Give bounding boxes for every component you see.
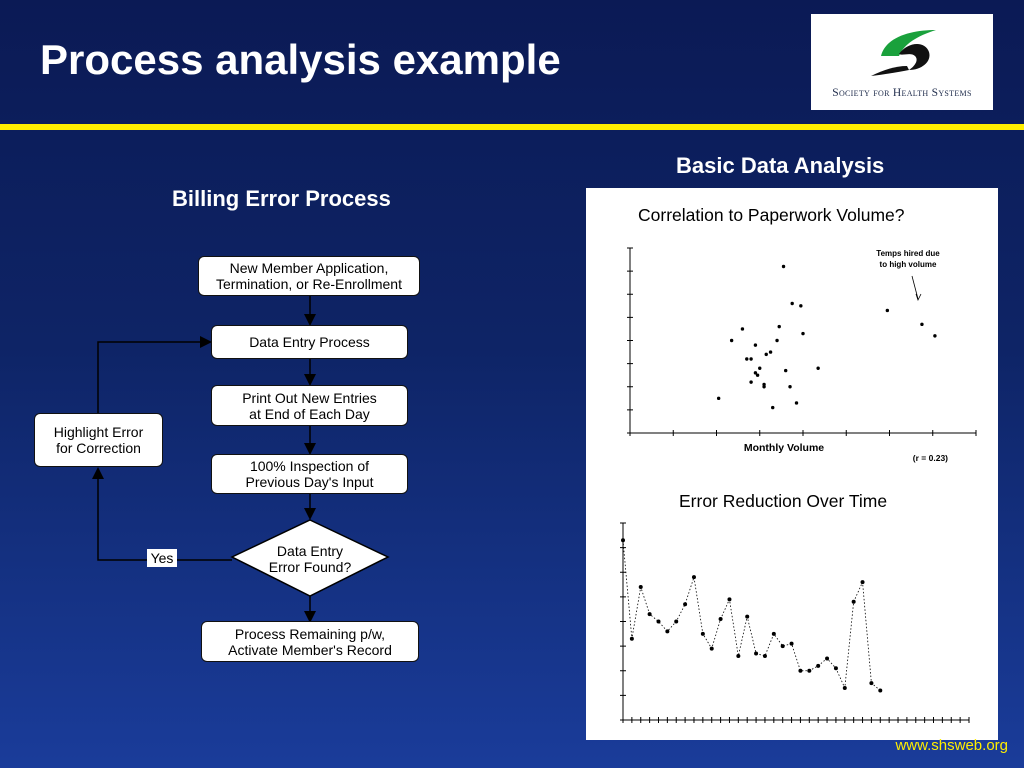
error-point (683, 602, 688, 607)
scatter-point (771, 405, 775, 410)
error-point (816, 663, 821, 668)
error-point (807, 668, 812, 673)
scatter-point (788, 385, 792, 389)
scatter-point (764, 352, 768, 357)
logo-text: Society for Health Systems (832, 87, 972, 99)
title-underline (0, 124, 1024, 130)
scatter-point (753, 371, 758, 375)
scatter-point (729, 338, 734, 343)
error-point (798, 668, 803, 673)
scatter-point (784, 368, 788, 373)
analysis-panel: Correlation to Paperwork Volume? Error R… (586, 188, 998, 740)
scatter-point (790, 301, 794, 306)
error-point (718, 617, 723, 622)
feedback-box-highlight-error: Highlight Error for Correction (34, 413, 163, 467)
error-point (745, 614, 750, 619)
scatter-point (753, 343, 758, 347)
error-point (736, 653, 741, 658)
step-inspection: 100% Inspection of Previous Day's Input (211, 454, 408, 494)
decision-diamond (230, 519, 390, 597)
yes-path (92, 467, 232, 561)
error-point (878, 688, 883, 693)
scatter-point (745, 357, 749, 361)
scatter-point (816, 366, 820, 370)
error-point (727, 597, 732, 602)
step-data-entry-process: Data Entry Process (211, 325, 408, 359)
scatter-point (749, 380, 753, 384)
scatter-point (740, 327, 745, 331)
annotation-arrow (911, 275, 919, 300)
slide-title: Process analysis example (40, 36, 561, 83)
scatter-point (920, 322, 924, 327)
error-point (754, 651, 759, 656)
scatter-point (758, 366, 762, 370)
scatter-point (749, 357, 753, 361)
scatter-point (768, 350, 773, 354)
scatter-point (781, 264, 786, 269)
logo-mark-icon (871, 30, 936, 76)
error-point (638, 585, 643, 590)
error-point (842, 685, 847, 690)
error-point (869, 681, 874, 686)
scatter-point (775, 338, 779, 343)
scatter-point (716, 396, 721, 401)
annotation-temps-hired: Temps hired due (876, 249, 940, 258)
annotation-arrowhead (915, 293, 922, 302)
scatter-x-label: Monthly Volume (744, 442, 824, 454)
scatter-point (799, 304, 803, 308)
error-point (691, 575, 696, 580)
error-series-line (622, 540, 881, 691)
annotation-temps-hired: to high volume (880, 260, 937, 269)
error-point (851, 599, 856, 604)
decision-label: Data Entry Error Found? (268, 543, 352, 575)
error-point (833, 666, 838, 671)
flowchart-heading: Billing Error Process (172, 186, 391, 211)
error-point (621, 538, 625, 543)
society-logo: Society for Health Systems (811, 14, 993, 110)
scatter-point (777, 324, 781, 329)
error-point (674, 619, 679, 624)
scatter-point (755, 373, 760, 377)
step-process-remaining: Process Remaining p/w, Activate Member's… (201, 621, 419, 662)
error-point (825, 656, 830, 661)
scatter-point (762, 382, 766, 387)
error-point (780, 644, 785, 649)
error-point (771, 631, 776, 636)
correlation-label: (r = 0.23) (913, 453, 948, 463)
error-point (665, 629, 670, 634)
scatter-title: Correlation to Paperwork Volume? (638, 205, 905, 225)
error-point (656, 619, 661, 624)
scatter-point (801, 331, 805, 336)
error-point (647, 612, 652, 617)
error-point (700, 631, 705, 636)
charts-canvas: Monthly Volume (r = 0.23) Temps hired due t… (620, 247, 977, 723)
line-chart-title: Error Reduction Over Time (679, 491, 888, 511)
yes-label: Yes (147, 549, 177, 567)
loop-back-path (97, 336, 212, 413)
error-point (762, 653, 767, 658)
scatter-point (794, 401, 799, 405)
error-point (789, 641, 794, 646)
error-point (629, 636, 634, 641)
error-point (860, 580, 865, 585)
analysis-heading: Basic Data Analysis (676, 153, 885, 178)
scatter-point (933, 334, 937, 338)
error-point (709, 646, 714, 651)
step-print-out-entries: Print Out New Entries at End of Each Day (211, 385, 408, 426)
scatter-point (885, 308, 890, 313)
footer-url[interactable]: www.shsweb.org (895, 737, 1008, 754)
step-new-member-application: New Member Application, Termination, or … (198, 256, 420, 296)
